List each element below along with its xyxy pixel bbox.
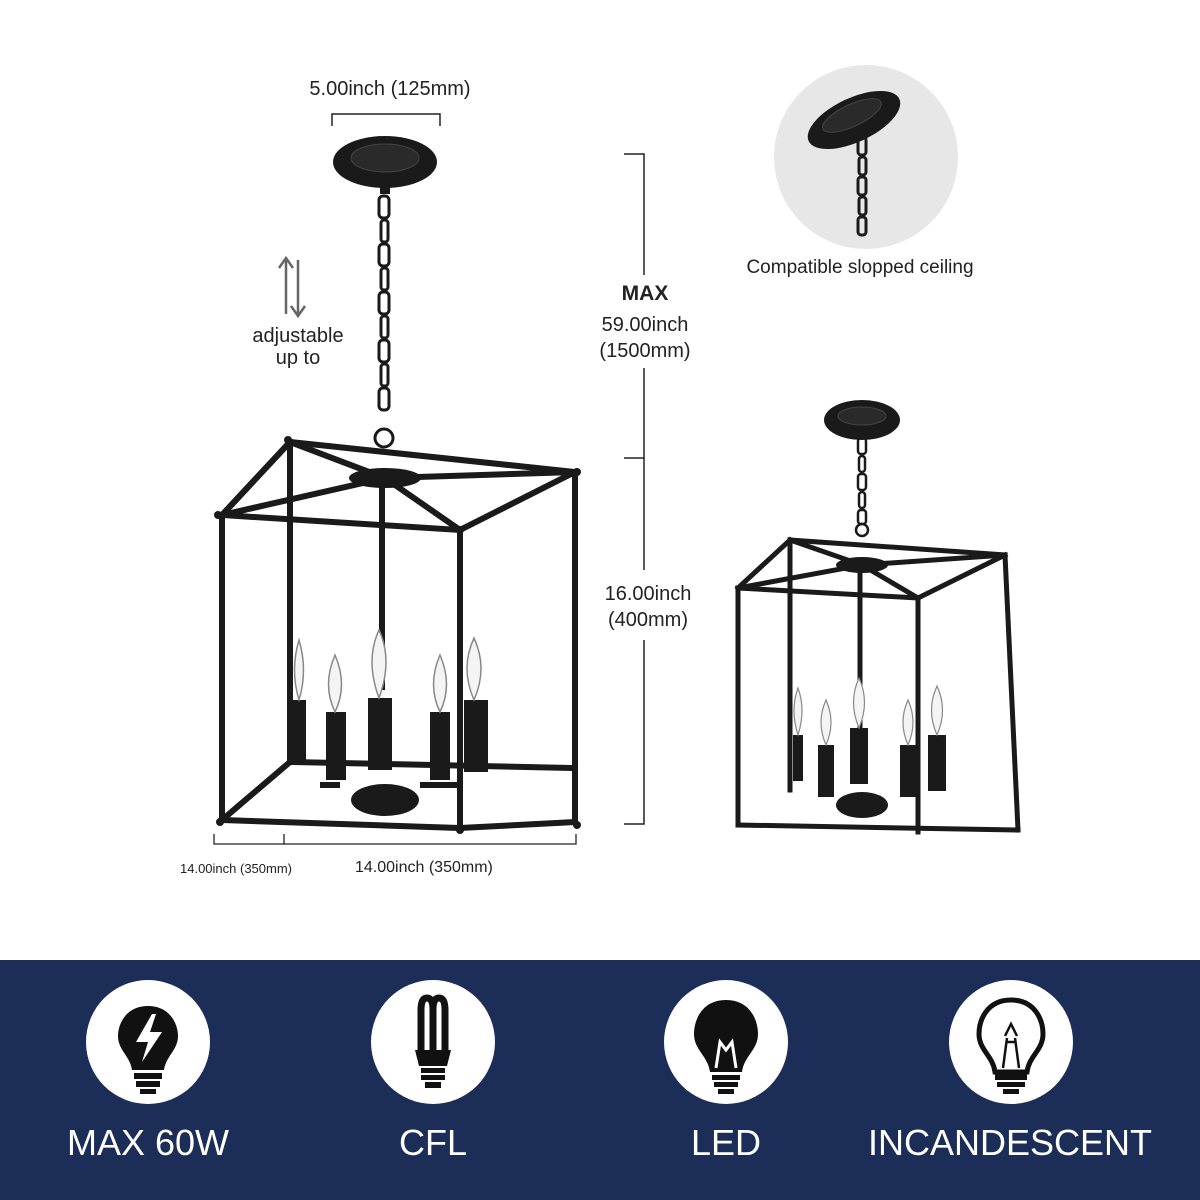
- width-label: 14.00inch (350mm): [355, 859, 493, 876]
- adjustable-line-2: up to: [275, 347, 321, 369]
- bulb-item-cfl: [371, 980, 495, 1104]
- canopy-width-label: 5.00inch (125mm): [309, 78, 471, 100]
- bulb-label-cfl: CFL: [398, 1122, 467, 1163]
- bulb-label-max-60w: MAX 60W: [66, 1122, 230, 1163]
- max-label: MAX: [621, 282, 669, 305]
- adjust-arrows-icon: [277, 255, 307, 319]
- canopy-width-bracket: [331, 113, 441, 126]
- bulb-type-banner: MAX 60W CFL LED INCAND: [0, 960, 1200, 1200]
- led-bulb-icon: [694, 1000, 758, 1094]
- height-dimension-lines: [624, 153, 645, 825]
- sloped-ceiling-caption: Compatible slopped ceiling: [746, 257, 974, 278]
- bulb-label-incandescent: INCANDESCENT: [867, 1122, 1153, 1163]
- product-diagram: 5.00inch (125mm) adjustable up to MAX 59…: [180, 65, 1021, 876]
- bulb-item-led: [664, 980, 788, 1104]
- base-dimension-brackets: [213, 834, 577, 845]
- adjustable-label: adjustable up to: [228, 325, 368, 369]
- adjustable-line-1: adjustable: [252, 325, 344, 347]
- sloped-ceiling-image: [774, 65, 958, 249]
- max-inch-label: 59.00inch: [601, 314, 689, 336]
- cfl-bulb-icon: [415, 994, 451, 1088]
- incandescent-bulb-icon: [976, 997, 1046, 1094]
- height-mm-label: (400mm): [607, 609, 688, 631]
- pendant-light-small: [734, 400, 1021, 835]
- height-inch-label: 16.00inch: [604, 583, 692, 605]
- bulb-item-max-60w: [86, 980, 210, 1104]
- pendant-light-large: [214, 136, 581, 834]
- bulb-item-incandescent: [949, 980, 1073, 1104]
- depth-label: 14.00inch (350mm): [180, 861, 292, 876]
- bulb-label-led: LED: [690, 1122, 762, 1163]
- lightning-bulb-icon: [118, 1006, 178, 1094]
- max-mm-label: (1500mm): [599, 340, 691, 362]
